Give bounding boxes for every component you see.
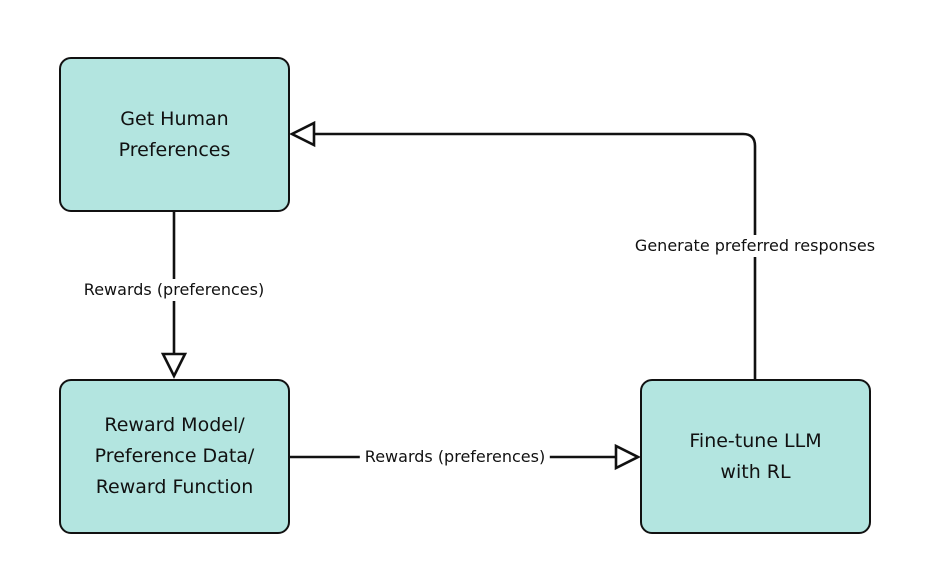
- node-label-fine-tune-llm: Fine-tune LLM with RL: [689, 429, 822, 483]
- edge-label-rewards-horizontal: Rewards (preferences): [359, 446, 551, 468]
- connector-fine-tune-to-preferences: [314, 132, 757, 379]
- node-get-human-preferences: Get Human Preferences: [59, 57, 290, 212]
- arrowhead-down: [160, 352, 188, 379]
- node-reward-model: Reward Model/ Preference Data/ Reward Fu…: [59, 379, 290, 534]
- arrowhead-left: [289, 120, 316, 148]
- arrowhead-right: [614, 443, 641, 471]
- node-fine-tune-llm: Fine-tune LLM with RL: [640, 379, 871, 534]
- node-label-reward-model: Reward Model/ Preference Data/ Reward Fu…: [94, 414, 255, 498]
- edge-label-generate-preferred-responses: Generate preferred responses: [629, 235, 881, 257]
- edge-label-rewards-vertical: Rewards (preferences): [78, 279, 270, 301]
- node-label-get-human-preferences: Get Human Preferences: [118, 107, 231, 161]
